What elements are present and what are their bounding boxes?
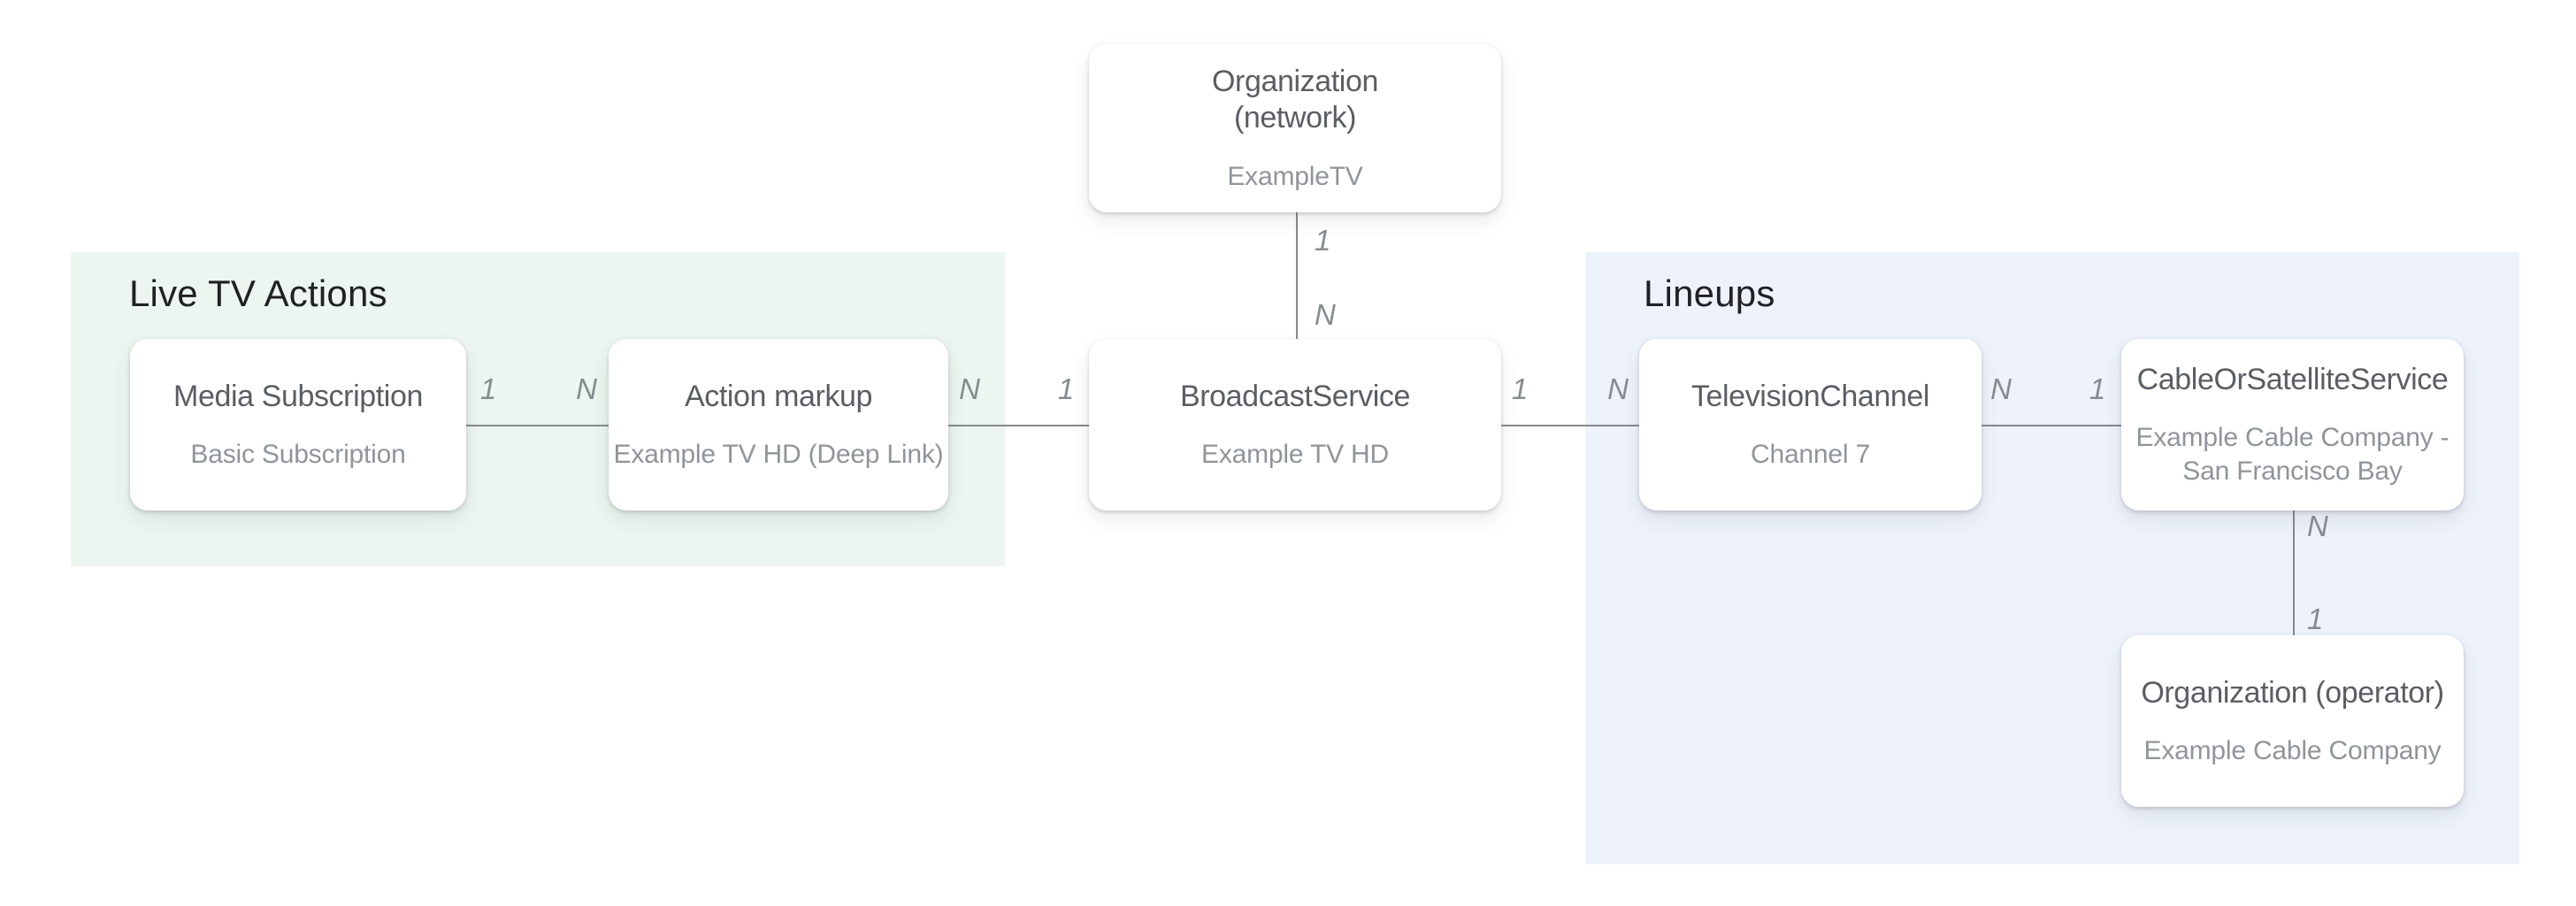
- connector-channel-to-cable: [1982, 425, 2121, 426]
- node-title: Action markup: [684, 379, 873, 413]
- node-title: CableOrSatelliteService: [2136, 362, 2449, 396]
- cardinality-action-left-side: N: [576, 372, 597, 405]
- connector-cable-to-operator: [2293, 511, 2295, 635]
- node-organization-operator: Organization (operator) Example Cable Co…: [2121, 635, 2464, 807]
- node-subtitle: Example TV HD: [1201, 439, 1389, 469]
- cardinality-cable-bottom-side: N: [2307, 510, 2328, 542]
- node-subtitle: Example TV HD (Deep Link): [613, 439, 944, 469]
- cardinality-channel-left-side: N: [1607, 372, 1629, 405]
- connector-broadcast-to-channel: [1501, 425, 1639, 426]
- node-media-subscription: Media Subscription Basic Subscription: [130, 339, 466, 511]
- node-action-markup: Action markup Example TV HD (Deep Link): [609, 339, 948, 511]
- node-subtitle: Example Cable Company: [2143, 735, 2442, 765]
- group-label-live-tv-actions: Live TV Actions: [129, 273, 387, 314]
- node-subtitle: Example Cable Company - San Francisco Ba…: [2135, 423, 2450, 486]
- cardinality-operator-side: 1: [2307, 603, 2324, 635]
- node-broadcast-service: BroadcastService Example TV HD: [1089, 339, 1501, 511]
- node-title: Organization (operator): [2141, 675, 2444, 710]
- cardinality-channel-right-side: N: [1990, 372, 2012, 405]
- cardinality-network-side: 1: [1315, 224, 1331, 257]
- cardinality-media-side: 1: [479, 372, 497, 405]
- node-organization-network: Organization (network) ExampleTV: [1089, 44, 1501, 212]
- connector-media-to-action: [466, 425, 609, 426]
- cardinality-broadcast-right-side: 1: [1511, 372, 1529, 405]
- node-title: TelevisionChannel: [1690, 379, 1930, 413]
- node-title: Organization (network): [1212, 64, 1378, 135]
- cardinality-broadcast-left-side: 1: [1057, 372, 1075, 405]
- node-subtitle: ExampleTV: [1227, 161, 1363, 191]
- cardinality-cable-left-side: 1: [2089, 372, 2106, 405]
- cardinality-broadcast-top-side: N: [1315, 298, 1336, 331]
- cardinality-action-right-side: N: [959, 372, 980, 405]
- node-subtitle: Channel 7: [1751, 439, 1870, 469]
- node-subtitle: Basic Subscription: [190, 439, 406, 469]
- node-cable-or-satellite-service: CableOrSatelliteService Example Cable Co…: [2121, 339, 2464, 511]
- node-television-channel: TelevisionChannel Channel 7: [1639, 339, 1982, 511]
- connector-network-to-broadcast: [1296, 212, 1298, 339]
- connector-action-to-broadcast: [948, 425, 1089, 426]
- group-label-lineups: Lineups: [1644, 273, 1775, 314]
- node-title: BroadcastService: [1179, 379, 1411, 413]
- node-title: Media Subscription: [173, 379, 423, 413]
